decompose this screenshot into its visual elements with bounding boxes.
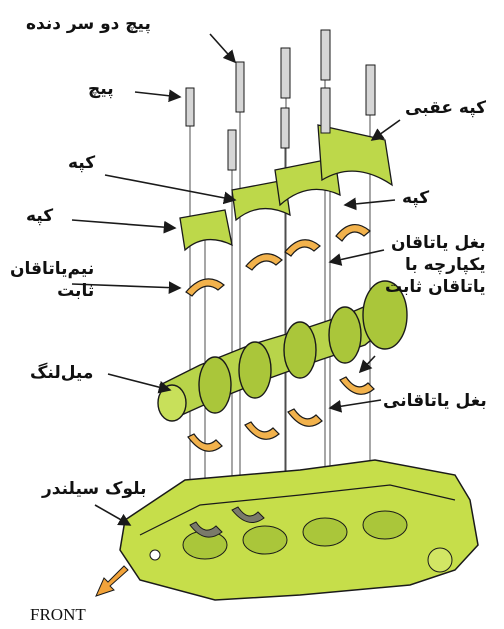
label-thrust-line-1: بغل یاتاقان <box>385 232 486 254</box>
label-double-stud: پیچ دو سر دنده <box>26 13 151 35</box>
label-thrust-bearing: بغل یاتاقان یکپارچه با یاتاقان ثابت <box>385 232 486 298</box>
label-cylinder-block: بلوک سیلندر <box>42 478 146 500</box>
label-bolt: پیچ <box>88 78 114 100</box>
label-thrust-line-3: یاتاقان ثابت <box>385 276 486 298</box>
label-cap-right: کپه <box>402 187 429 209</box>
label-half-bearing: نیم‌یاتاقان ثابت <box>10 258 94 302</box>
label-thrust-line-2: یکپارچه با <box>385 254 486 276</box>
label-cap-left: کپه <box>26 205 53 227</box>
label-front: FRONT <box>30 605 86 625</box>
label-half-line-1: نیم‌یاتاقان <box>10 258 94 280</box>
front-arrow-icon <box>96 566 128 596</box>
label-thrust-washer: بغل یاتاقانی <box>383 390 487 412</box>
label-crankshaft: میل‌لنگ <box>30 362 93 384</box>
label-half-line-2: ثابت <box>10 280 94 302</box>
cylinder-block <box>120 460 478 600</box>
label-rear-cap: کپه عقبی <box>405 97 486 119</box>
label-cap-top: کپه <box>68 152 95 174</box>
